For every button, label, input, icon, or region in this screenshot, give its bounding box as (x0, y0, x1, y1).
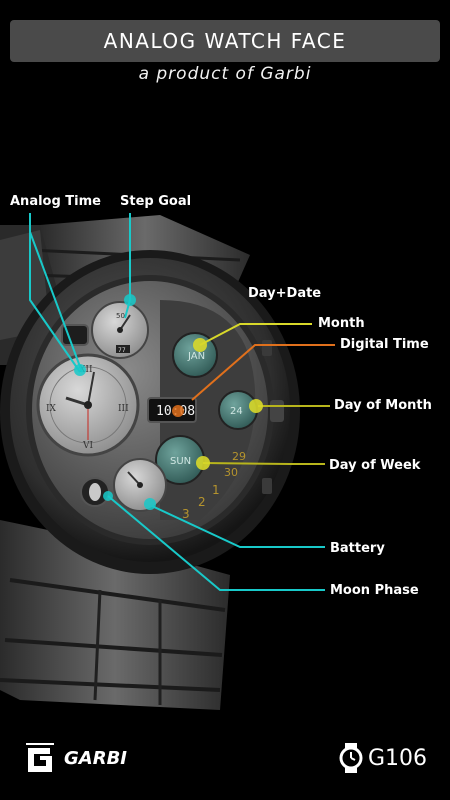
svg-text:III: III (118, 404, 129, 414)
battery-dial (113, 458, 167, 512)
callout-digital-time: Digital Time (340, 337, 429, 352)
callout-day-date: Day+Date (248, 286, 322, 301)
brand-logo: GARBI (24, 742, 127, 774)
page-subtitle: a product of Garbi (138, 64, 312, 84)
svg-text:SUN: SUN (170, 456, 191, 467)
svg-text:2: 2 (198, 495, 206, 509)
small-window (61, 324, 89, 346)
svg-text:77: 77 (118, 347, 126, 354)
callout-step-goal: Step Goal (120, 194, 192, 209)
crown (270, 400, 284, 422)
callout-dots (74, 294, 263, 510)
garbi-logo-icon (26, 743, 54, 772)
model-number: G106 (368, 745, 428, 771)
digital-time-display (147, 397, 197, 423)
analog-time-dial: XII IX VI III (36, 353, 140, 457)
model-badge: G106 (338, 742, 427, 774)
callout-day-of-month: Day of Month (334, 398, 432, 413)
svg-text:30: 30 (224, 466, 238, 479)
svg-text:29: 29 (232, 450, 246, 463)
svg-text:VI: VI (82, 441, 93, 451)
brand-name: GARBI (64, 747, 127, 769)
svg-text:JAN: JAN (187, 351, 205, 362)
svg-text:50: 50 (116, 312, 125, 320)
callout-day-of-week: Day of Week (329, 458, 421, 473)
svg-text:1: 1 (212, 483, 220, 497)
moon-phase-window (80, 477, 110, 507)
step-goal-dial: 50 77 (91, 301, 149, 359)
svg-text:IX: IX (46, 404, 57, 414)
callout-moon-phase: Moon Phase (330, 583, 419, 598)
callout-month: Month (318, 316, 365, 331)
title-bar: ANALOG WATCH FACE (10, 20, 440, 62)
callout-analog-time: Analog Time (10, 194, 101, 209)
svg-text:3: 3 (182, 507, 190, 521)
callout-battery: Battery (330, 541, 385, 556)
mechanism-area: JAN 24 SUN 10:08 29 30 1 2 3 (147, 300, 258, 521)
callout-lines (29, 213, 335, 591)
page-title: ANALOG WATCH FACE (103, 29, 347, 53)
watch-icon (339, 743, 363, 773)
svg-text:24: 24 (230, 406, 243, 417)
